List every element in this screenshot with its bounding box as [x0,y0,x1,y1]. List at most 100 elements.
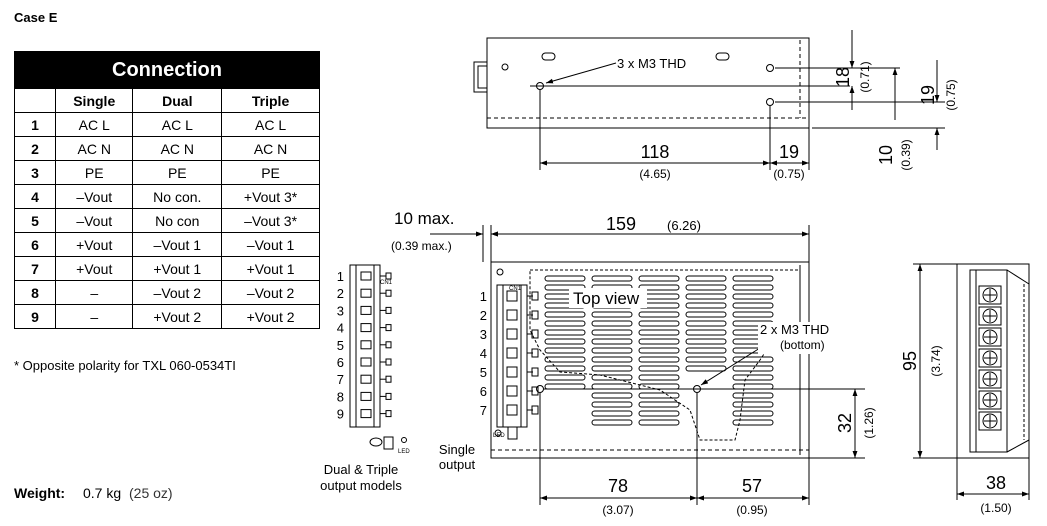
footnote: * Opposite polarity for TXL 060-0534TI [14,358,236,373]
vent-slot [638,347,680,354]
pin-label: 4 [480,346,487,361]
pin-number: 7 [14,256,56,281]
vent-slot [732,365,774,372]
terminal [360,305,372,315]
screw-terminal [978,306,1002,326]
vent-slot [591,419,633,426]
top-view [430,225,865,505]
vent-slot [732,410,774,417]
pin-label: 2 [337,286,344,301]
weight-label: Weight: [14,485,66,501]
vent-slot [638,365,680,372]
table-cell: AC N [132,136,223,161]
dim-38: 38 [986,473,1006,493]
pin-label: 8 [337,389,344,404]
end-view [913,263,1030,500]
dim-57-in: (0.95) [736,503,767,517]
vent-slot [685,329,727,336]
terminal [360,323,372,333]
vent-slot [591,311,633,318]
table-cell: +Vout 3* [221,184,320,209]
vent-slot [685,293,727,300]
vent-slot [638,374,680,381]
vent-slot [732,383,774,390]
terminal [360,391,372,401]
pin-label: 6 [337,355,344,370]
vent-slot [685,311,727,318]
pin-label: 1 [337,269,344,284]
table-cell: – [54,304,134,329]
table-cell: –Vout 3* [221,208,320,233]
table-cell: +Vout [54,232,134,257]
weight-alt: (25 oz) [129,485,173,501]
table-cell: –Vout 1 [221,232,320,257]
dim-10: 10 [876,145,896,165]
dt-led: LED [398,449,410,455]
vent-slot [591,401,633,408]
top-view-label: Top view [573,289,640,308]
table-cell: AC L [54,112,134,137]
dim-19: 19 [779,142,799,162]
vent-slot [638,356,680,363]
vent-slot [591,329,633,336]
table-cell: PE [221,160,320,185]
terminal [506,385,518,397]
table-row: 6+Vout–Vout 1–Vout 1 [14,232,320,257]
vent-slot [732,401,774,408]
terminal [506,328,518,340]
pin-label: 3 [337,303,344,318]
weight-value: 0.7 kg [82,485,122,501]
dim-95-in: (3.74) [929,345,943,376]
pin-label: 7 [337,372,344,387]
dim-32: 32 [835,413,855,433]
vent-slot [544,347,586,354]
vent-slot [732,284,774,291]
vent-slot [591,383,633,390]
table-row: 9–+Vout 2+Vout 2 [14,304,320,329]
vent-slot [685,275,727,282]
dim-95: 95 [900,351,920,371]
vent-slot [544,365,586,372]
dim-159-in: (6.26) [667,218,701,233]
dim-78: 78 [608,476,628,496]
terminal [360,271,372,281]
vent-slot [732,302,774,309]
screw-terminal [978,285,1002,305]
terminal [506,404,518,416]
vent-slot [732,374,774,381]
screw-terminal [978,411,1002,431]
vent-slot [591,275,633,282]
terminal [506,347,518,359]
table-header-row: Single Dual Triple [14,88,320,113]
table-cell: AC L [132,112,223,137]
vent-slot [685,356,727,363]
vent-slot [544,284,586,291]
vent-slot [685,302,727,309]
case-label: Case E [14,10,58,25]
vent-slot [638,410,680,417]
pin-label: 6 [480,384,487,399]
vent-slot [685,320,727,327]
terminal [506,290,518,302]
table-cell: +Vout 2 [132,304,223,329]
pin-label: 4 [337,321,344,336]
dim-18: 18 [833,67,853,87]
vent-slot [638,320,680,327]
dim-118: 118 [641,142,670,162]
terminal [360,409,372,419]
terminal [506,309,518,321]
chassis-outline [486,37,810,129]
vent-slot [732,293,774,300]
table-cell: –Vout 1 [132,232,223,257]
pin-label: 7 [480,403,487,418]
vent-slot [544,356,586,363]
vent-slot [591,410,633,417]
tv-caption-1: Single [439,442,475,457]
vent-slot [638,275,680,282]
